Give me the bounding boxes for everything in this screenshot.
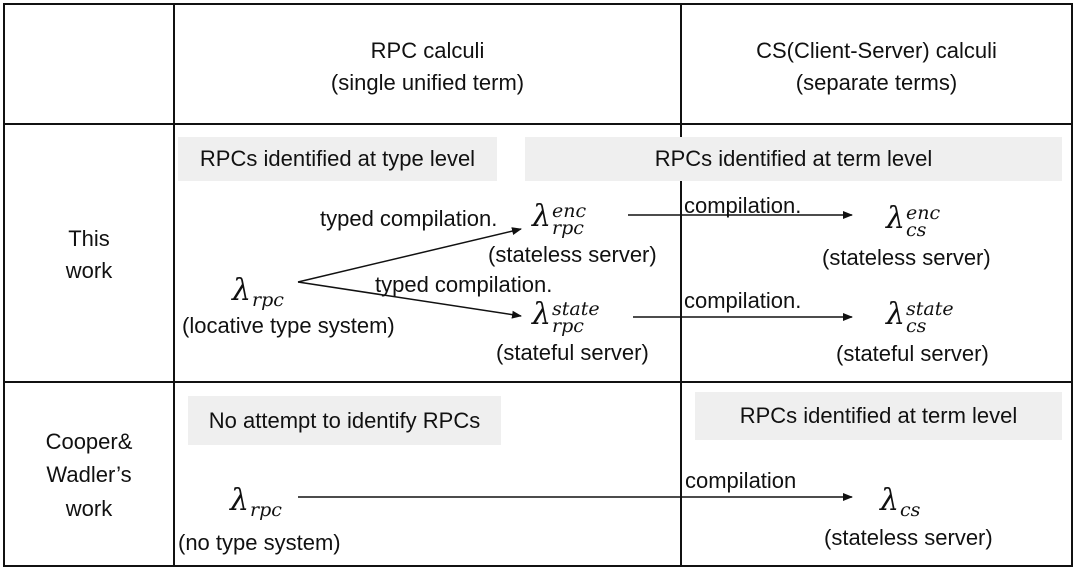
- header-rpc-subtitle: (single unified term): [330, 70, 525, 95]
- edge-label-typed-compilation-1: typed compilation.: [320, 206, 498, 231]
- node-lambda-rpc-caption: (locative type system): [182, 313, 395, 338]
- node-cooper-lambda-rpc-caption: (no type system): [178, 530, 341, 555]
- node-lambda-cs-state-caption: (stateful server): [836, 341, 989, 366]
- edge-label-compilation-1: compilation.: [684, 193, 802, 218]
- header-rpc-title: RPC calculi: [370, 38, 485, 63]
- row-label-this-line2: work: [65, 258, 113, 283]
- band-type-level: RPCs identified at type level: [178, 137, 497, 181]
- edge-label-typed-compilation-2: typed compilation.: [375, 272, 553, 297]
- row-label-cooper-line2: Wadler’s: [46, 462, 132, 487]
- header-cs-subtitle: (separate terms): [795, 70, 958, 95]
- row-label-cooper-line1: Cooper&: [45, 429, 133, 454]
- band-term-level: RPCs identified at term level: [525, 137, 1062, 181]
- band-cooper-term-level: RPCs identified at term level: [695, 392, 1062, 440]
- band-no-attempt-text: No attempt to identify RPCs: [208, 407, 481, 433]
- row-label-cooper-line3: work: [65, 496, 113, 521]
- header-cs-title: CS(Client-Server) calculi: [756, 38, 997, 63]
- band-type-level-text: RPCs identified at type level: [199, 146, 476, 171]
- node-cooper-lambda-rpc: λrpc: [230, 483, 282, 521]
- edge-label-cooper-compilation: compilation: [685, 468, 797, 493]
- band-cooper-term-level-text: RPCs identified at term level: [739, 403, 1018, 428]
- node-cooper-lambda-cs: λcs: [880, 483, 921, 521]
- row-label-this-line1: This: [68, 226, 110, 251]
- node-lambda-rpc-enc-caption: (stateless server): [488, 242, 657, 267]
- node-lambda-rpc-state-caption: (stateful server): [496, 340, 649, 365]
- node-lambda-rpc: λrpc: [232, 273, 284, 311]
- band-term-level-text: RPCs identified at term level: [654, 146, 933, 171]
- table-border: [3, 3, 1073, 567]
- edge-label-compilation-2: compilation.: [684, 288, 802, 313]
- node-cooper-lambda-cs-caption: (stateless server): [824, 525, 993, 550]
- node-lambda-cs-enc-caption: (stateless server): [822, 245, 991, 270]
- band-no-attempt: No attempt to identify RPCs: [188, 396, 501, 445]
